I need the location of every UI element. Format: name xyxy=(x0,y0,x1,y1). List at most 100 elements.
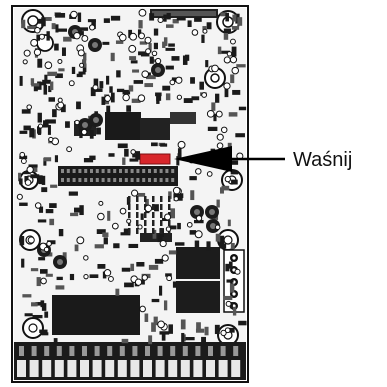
header-pin xyxy=(124,169,128,173)
smd-part xyxy=(69,273,75,281)
smd-part xyxy=(165,93,171,101)
smd-part xyxy=(33,85,38,92)
smd-part xyxy=(18,172,22,182)
smd-part xyxy=(231,25,240,30)
smd-part xyxy=(47,71,58,77)
via xyxy=(231,66,240,75)
via xyxy=(157,320,165,329)
smd-part xyxy=(230,170,239,175)
smd-part xyxy=(90,87,96,97)
smd-part xyxy=(55,12,66,18)
pin-column xyxy=(136,228,139,234)
smd-part xyxy=(82,63,87,73)
terminal-slot xyxy=(231,360,241,377)
terminal-slot xyxy=(193,360,203,377)
pin-column xyxy=(136,204,139,210)
smd-part xyxy=(237,17,243,26)
capacitor-top xyxy=(93,117,99,123)
via xyxy=(173,196,179,202)
smd-part xyxy=(149,13,155,21)
via xyxy=(79,62,85,68)
header-pin xyxy=(159,178,163,182)
via xyxy=(40,277,47,285)
smd-part xyxy=(79,128,83,139)
smd-part xyxy=(21,19,26,29)
via xyxy=(97,212,105,221)
vias xyxy=(16,8,244,337)
smd-part xyxy=(103,237,108,245)
smd-part xyxy=(55,24,59,33)
header-pin xyxy=(113,169,117,173)
capacitor-top xyxy=(82,122,88,128)
via xyxy=(234,268,241,275)
smd-part xyxy=(195,328,205,333)
smd-part xyxy=(46,31,50,41)
via xyxy=(229,38,236,45)
via xyxy=(159,239,167,248)
pin-column xyxy=(160,212,163,218)
pin-column xyxy=(152,212,155,218)
smd-part xyxy=(89,274,99,279)
smd-part xyxy=(224,87,229,98)
terminal-slot xyxy=(180,360,190,377)
smd-part xyxy=(191,96,200,101)
smd-part xyxy=(172,281,177,288)
capacitor-top xyxy=(210,223,216,229)
via xyxy=(126,218,132,224)
header-pin xyxy=(107,178,111,182)
smd-part xyxy=(201,336,207,347)
via xyxy=(206,109,215,118)
header-pin xyxy=(72,169,76,173)
smd-part xyxy=(110,15,121,21)
via xyxy=(27,236,35,244)
smd-part xyxy=(223,295,233,301)
smd-part xyxy=(58,228,64,237)
via xyxy=(68,80,75,87)
smd-part xyxy=(65,121,70,128)
pin-column xyxy=(128,228,131,234)
smd-part xyxy=(140,213,144,220)
via xyxy=(151,50,158,57)
via xyxy=(37,123,44,129)
via xyxy=(38,33,45,40)
via xyxy=(16,193,23,200)
pin-column xyxy=(144,212,147,218)
smd-part xyxy=(148,43,152,53)
smd-part xyxy=(30,78,35,86)
smd-part xyxy=(199,81,204,90)
via xyxy=(92,84,99,91)
via xyxy=(129,32,138,41)
smd-part xyxy=(48,97,55,102)
connector-pad-hole xyxy=(232,304,236,308)
smd-part xyxy=(228,112,238,117)
capacitor-top xyxy=(155,67,161,73)
header-pin xyxy=(153,178,157,182)
via xyxy=(34,26,41,34)
terminal-slot xyxy=(54,360,64,377)
smd-part xyxy=(74,207,82,213)
smd-part xyxy=(213,113,217,122)
smd-part xyxy=(24,313,33,317)
smd-part xyxy=(54,155,59,163)
smd-part xyxy=(163,14,167,22)
smd-part xyxy=(55,285,65,290)
smd-part xyxy=(56,276,63,281)
via xyxy=(195,215,203,222)
pin-column xyxy=(160,228,163,234)
smd-part xyxy=(37,58,43,68)
smd-part xyxy=(180,319,186,330)
header-pin xyxy=(136,178,140,182)
smd-part xyxy=(149,56,154,64)
smd-part xyxy=(80,27,89,31)
terminal-slot xyxy=(143,360,152,377)
smd-part xyxy=(39,206,44,213)
smd-part xyxy=(97,263,106,269)
terminal-screw xyxy=(44,346,50,356)
smd-part xyxy=(144,313,149,322)
smd-part xyxy=(52,109,57,118)
terminal-slot xyxy=(206,360,215,377)
smd-part xyxy=(83,52,87,61)
via xyxy=(225,300,232,307)
smd-part xyxy=(87,19,96,23)
via xyxy=(83,255,89,261)
